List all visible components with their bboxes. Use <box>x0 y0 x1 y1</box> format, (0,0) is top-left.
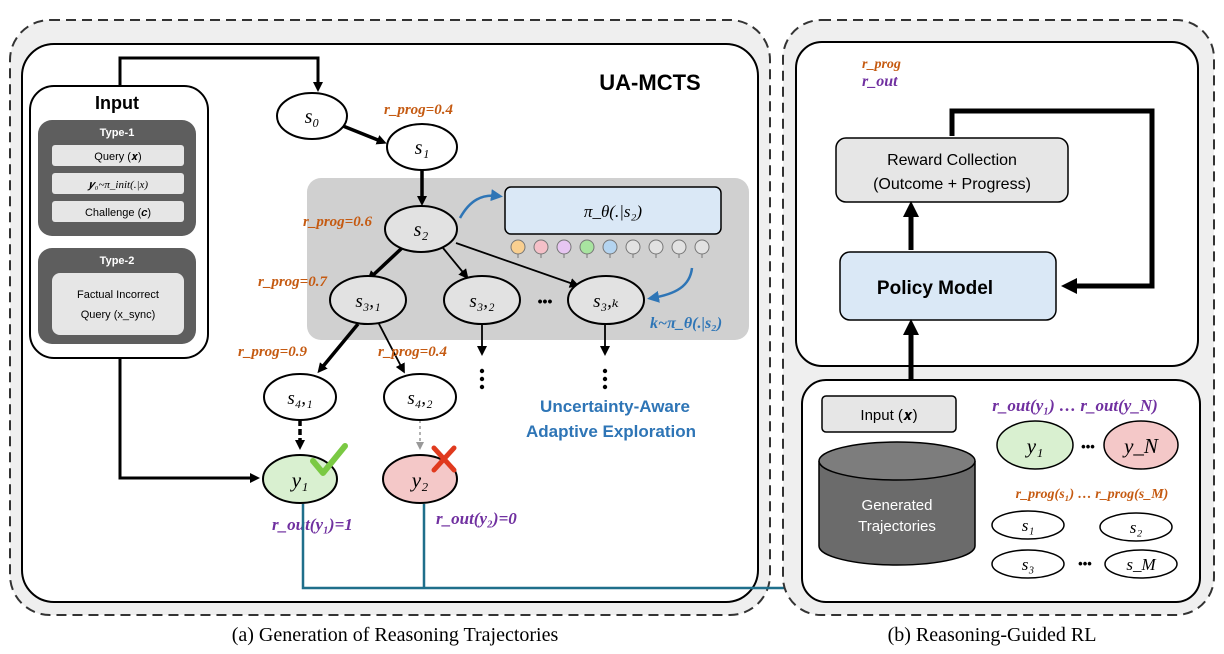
node-s32-label: s₃,₂ <box>469 291 495 312</box>
s31-s42-edge <box>377 321 405 374</box>
s2-s32-edge <box>442 247 469 280</box>
state-s2-label: s₂ <box>1130 518 1143 537</box>
node-s2-label: s₂ <box>414 219 429 241</box>
rprog-label-1: r_prog=0.4 <box>384 102 453 118</box>
type1-item-query <box>52 145 184 166</box>
node-s2 <box>384 205 458 253</box>
token-circle <box>579 239 595 255</box>
state-s1-label: s₁ <box>1022 516 1035 535</box>
db-line1: Generated <box>862 497 933 514</box>
s2-to-policy-arrow <box>458 189 503 219</box>
generated-trajectories-db <box>818 441 976 566</box>
type1-item-challenge-label: Challenge (𝒄) <box>85 207 151 219</box>
ua-mcts-title: UA-MCTS <box>599 70 700 95</box>
node-s1 <box>386 123 458 171</box>
rprog-range-label: r_prog(s₁) … r_prog(s_M) <box>1016 487 1169 502</box>
input-to-s0-edge <box>118 56 323 92</box>
cross-icon <box>431 445 457 473</box>
node-s41 <box>263 373 337 421</box>
legend-rprog: r_prog <box>862 57 901 72</box>
state-s1 <box>991 510 1065 540</box>
exploration-line2: Adaptive Exploration <box>526 422 696 441</box>
rout-y2-label: r_out(y₂)=0 <box>436 509 517 528</box>
node-s42 <box>383 373 457 421</box>
node-s1-label: s₁ <box>415 137 430 159</box>
reward-line1: Reward Collection <box>887 152 1017 169</box>
node-s31 <box>329 275 407 325</box>
caption-a: (a) Generation of Reasoning Trajectories <box>232 624 559 646</box>
reward-collection-box <box>835 137 1069 203</box>
node-y2-label: y₂ <box>410 468 429 492</box>
state-s3-label: s₃ <box>1022 555 1035 574</box>
result-ellipsis: ••• <box>1081 439 1095 454</box>
type1-item-challenge <box>52 201 184 222</box>
type1-header: Type-1 <box>100 127 135 139</box>
rprog-label-4: r_prog=0.9 <box>238 344 307 360</box>
token-circle <box>510 239 526 255</box>
s2-s31-edge <box>367 246 404 281</box>
reward-line2: (Outcome + Progress) <box>873 176 1031 193</box>
node-y1-label: y₁ <box>290 468 309 492</box>
type2-line1: Factual Incorrect <box>77 289 159 301</box>
token-circle <box>602 239 618 255</box>
state-sM <box>1104 549 1178 579</box>
state-s2 <box>1099 512 1173 542</box>
token-circle <box>648 239 664 255</box>
rout-range-label: r_out(y₁) … r_out(y_N) <box>992 396 1158 415</box>
result-y1 <box>996 420 1074 470</box>
rprog-label-2: r_prog=0.6 <box>303 214 372 230</box>
type1-item-query-label: Query (𝒙) <box>94 151 141 163</box>
type2-item <box>52 273 184 335</box>
node-s31-label: s₃,₁ <box>355 291 380 312</box>
type2-header: Type-2 <box>100 255 135 267</box>
node-s0 <box>276 92 348 140</box>
input-to-y1-edge <box>118 358 260 483</box>
token-circle <box>671 239 687 255</box>
input-x-box <box>821 395 957 433</box>
result-y1-label: y₁ <box>1025 434 1044 458</box>
exploration-line1: Uncertainty-Aware <box>540 397 690 416</box>
token-circle <box>556 239 572 255</box>
node-s32 <box>443 275 521 325</box>
token-circle <box>533 239 549 255</box>
s3-ellipsis: ••• <box>538 293 553 309</box>
node-s41-label: s₄,₁ <box>287 388 312 409</box>
state-sM-label: s_M <box>1126 555 1156 574</box>
policy-model-box <box>839 251 1057 321</box>
s31-s41-edge <box>317 322 360 374</box>
result-yN <box>1103 420 1179 470</box>
input-x-label: Input (𝒙) <box>860 407 917 424</box>
reward-to-policy-loop <box>949 108 1155 294</box>
policy-distribution-label: π_θ(.|s₂) <box>584 202 642 221</box>
token-samples <box>510 239 710 258</box>
type2-line2: Query (x_sync) <box>81 309 156 321</box>
state-ellipsis: ••• <box>1078 556 1092 571</box>
state-s3 <box>991 549 1065 579</box>
vertical-dots <box>479 368 608 390</box>
rprog-label-3: r_prog=0.7 <box>258 274 327 290</box>
token-circle <box>625 239 641 255</box>
type1-item-y0 <box>52 173 184 194</box>
policy-to-children-arrow <box>647 267 694 303</box>
legend-rout: r_out <box>862 73 898 90</box>
policy-model-label: Policy Model <box>877 278 993 299</box>
node-s42-label: s₄,₂ <box>407 388 433 409</box>
s0-s1-edge <box>342 124 387 145</box>
node-s3k-label: s₃,ₖ <box>593 291 619 312</box>
rprog-label-5: r_prog=0.4 <box>378 344 447 360</box>
token-circle <box>694 239 710 255</box>
db-line2: Trajectories <box>858 518 936 535</box>
rout-y1-label: r_out(y₁)=1 <box>272 515 353 534</box>
node-s0-label: s₀ <box>305 106 320 128</box>
caption-b: (b) Reasoning-Guided RL <box>888 624 1097 646</box>
s2-s3k-edge <box>455 242 580 288</box>
policy-distribution-box <box>504 186 722 235</box>
node-s3k <box>567 275 645 325</box>
result-yN-label: y_N <box>1122 434 1159 458</box>
check-icon <box>310 443 348 476</box>
type1-item-y0-label: 𝒚₀~π_init(.|x) <box>87 179 149 191</box>
k-sample-label: k~π_θ(.|s₂) <box>650 315 722 332</box>
input-title: Input <box>95 93 139 113</box>
